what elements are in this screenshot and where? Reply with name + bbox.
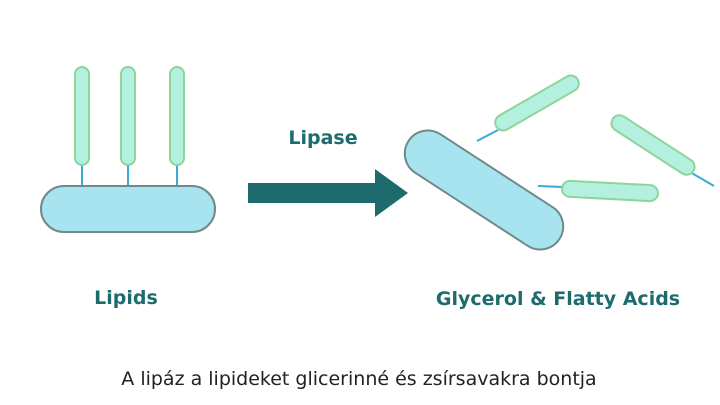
stem (476, 129, 499, 142)
caption: A lipáz a lipideket glicerinné és zsírsa… (121, 368, 596, 390)
glycerol-backbone (40, 185, 216, 233)
output-label: Glycerol & Flatty Acids (436, 288, 680, 310)
products (403, 74, 715, 251)
fatty-acid (494, 74, 580, 132)
fatty-acid-tail (120, 66, 136, 166)
stem (689, 171, 715, 187)
fatty-acid (610, 114, 696, 176)
fatty-acid-tail (74, 66, 90, 166)
input-label: Lipids (94, 287, 158, 309)
fatty-acid (561, 179, 659, 203)
enzyme-label: Lipase (288, 127, 357, 149)
lipid-molecule (40, 66, 216, 233)
glycerol-molecule (403, 129, 565, 251)
fatty-acid-tail (169, 66, 185, 166)
reaction-arrow (248, 169, 408, 217)
stem (537, 185, 564, 188)
